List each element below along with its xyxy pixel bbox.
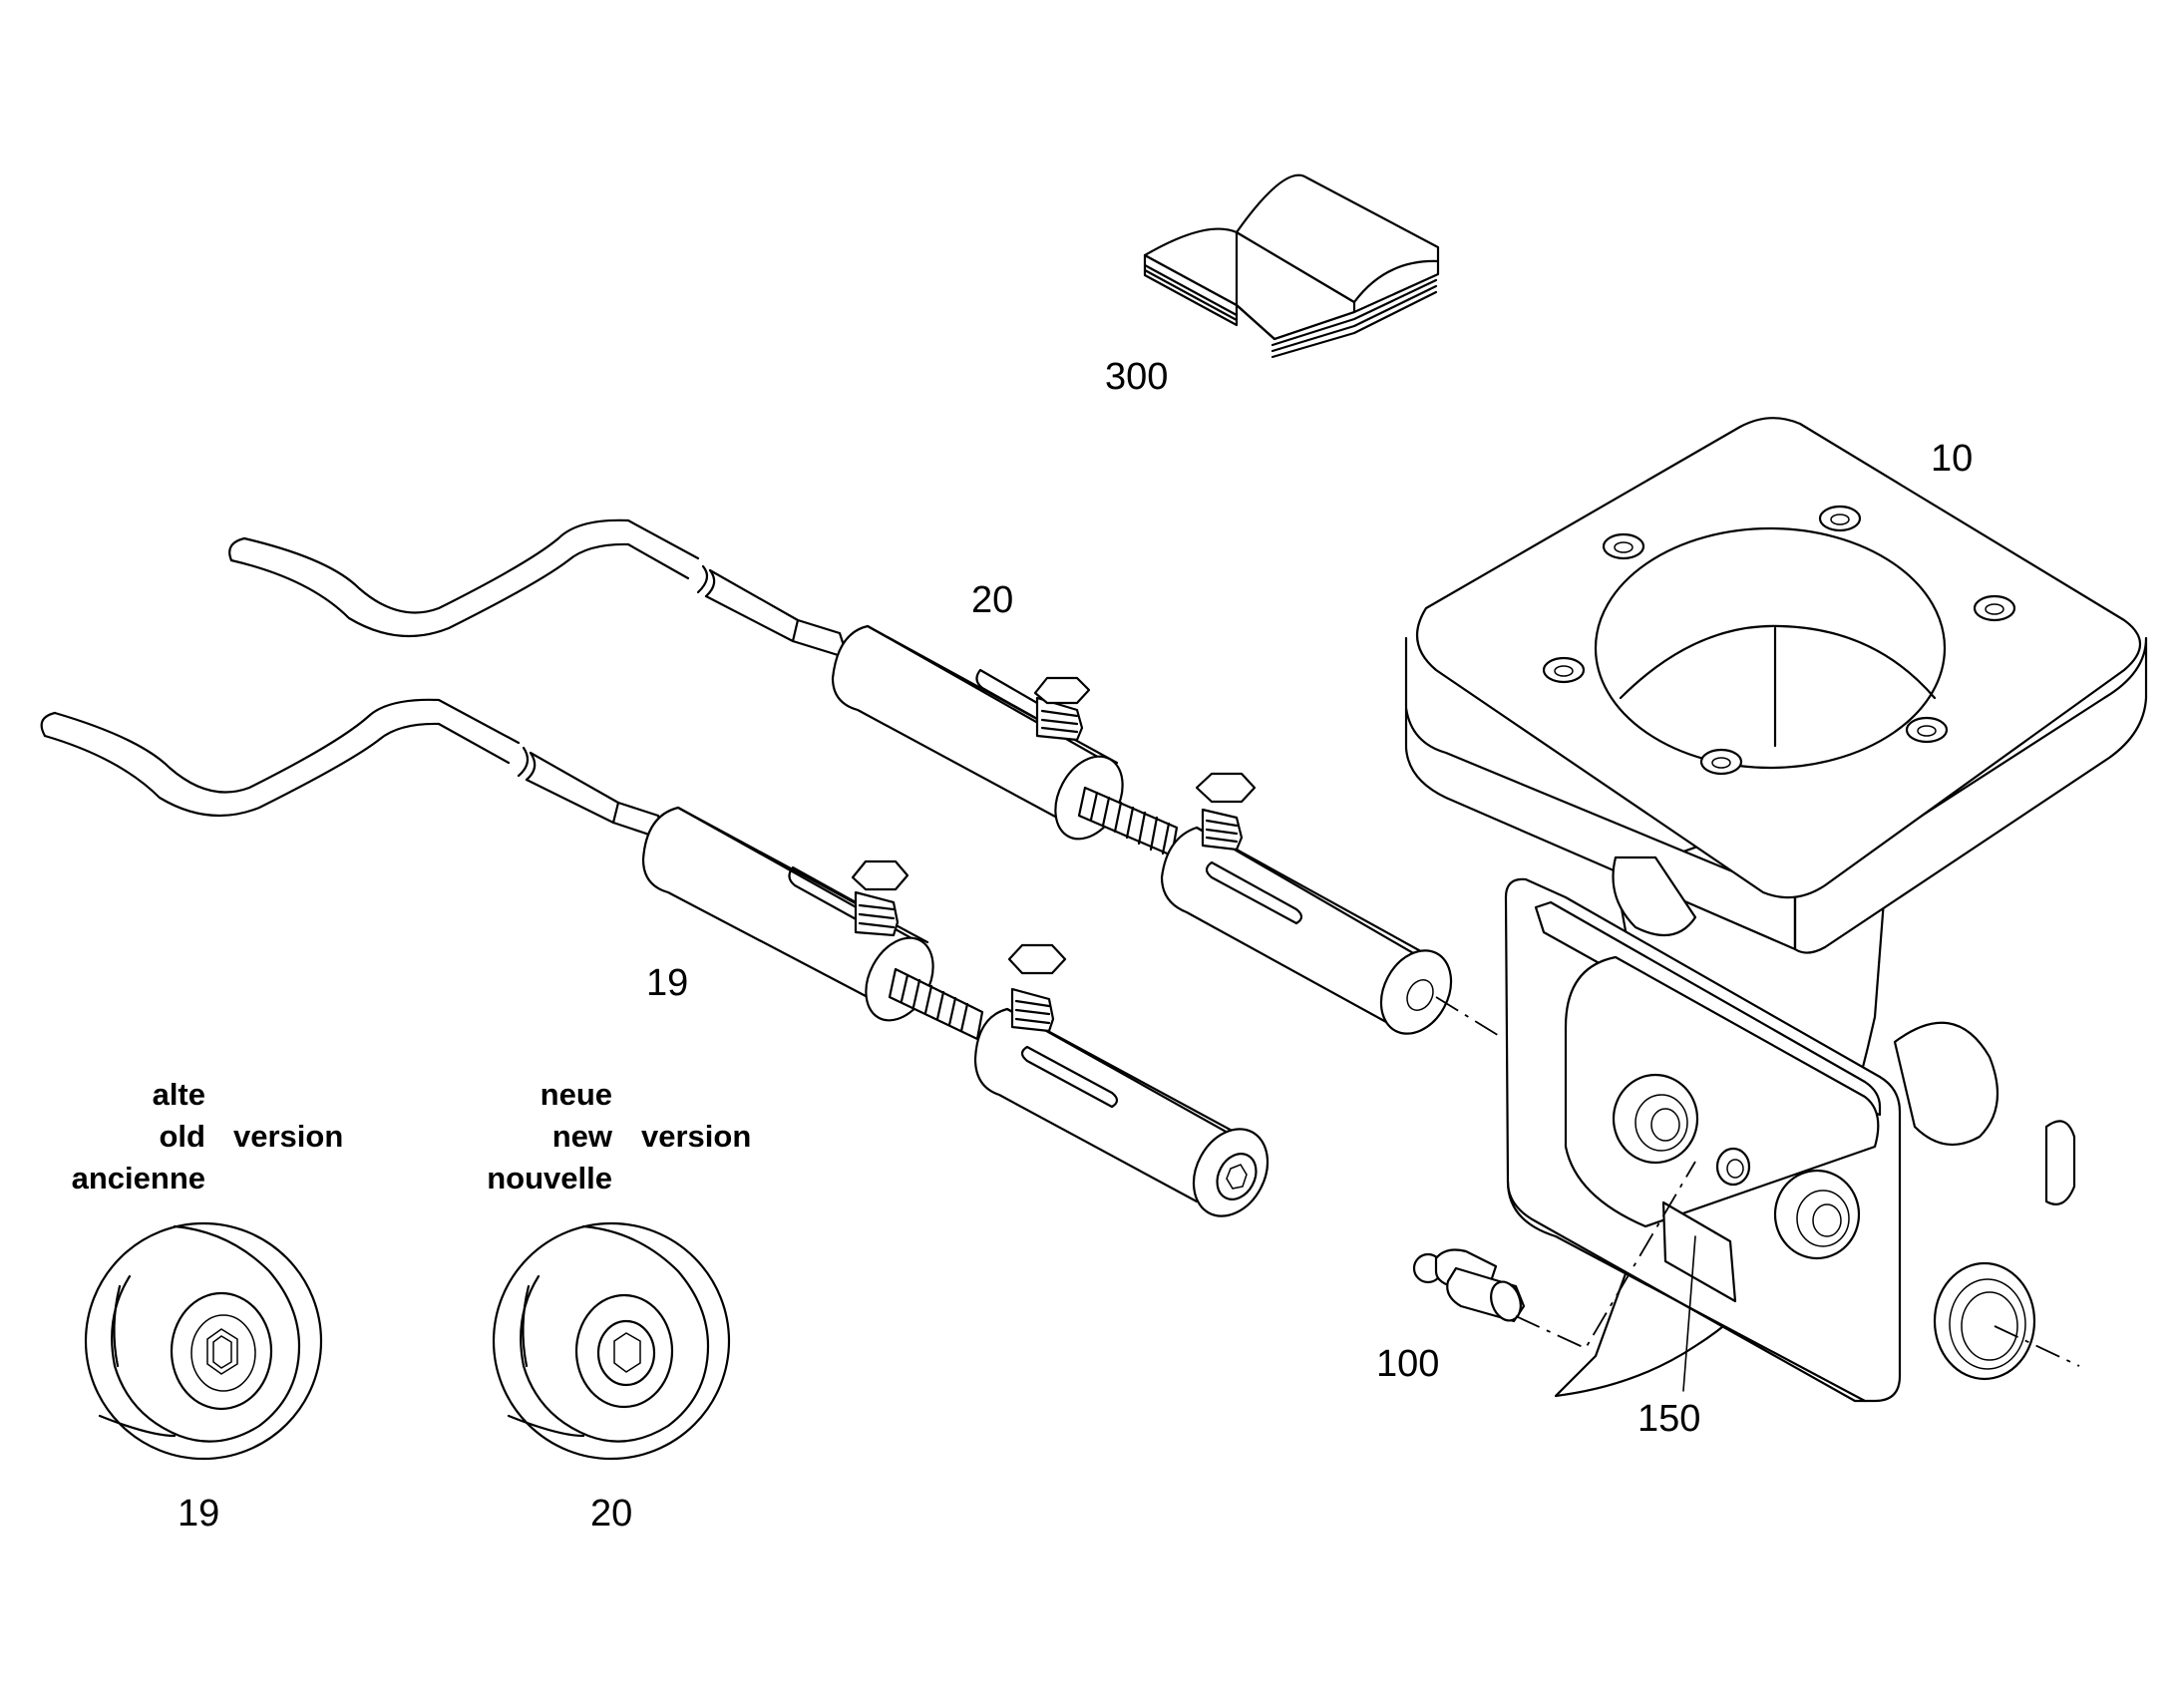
hex-bolt xyxy=(1195,772,1257,852)
hex-bolt xyxy=(851,859,909,937)
legend-new-version: version xyxy=(641,1119,751,1154)
bracket-housing xyxy=(1404,417,2148,1403)
callout-detail-old: 19 xyxy=(178,1493,219,1535)
mounting-hole xyxy=(1818,505,1862,532)
callout-sensor-new: 20 xyxy=(971,579,1013,621)
callout-pin: 150 xyxy=(1637,1398,1700,1440)
legend-old-line1: alte xyxy=(153,1077,205,1112)
mounting-hole xyxy=(1699,748,1743,776)
callout-manual: 300 xyxy=(1105,356,1168,398)
mounting-hole xyxy=(1905,716,1949,744)
detail-new-version xyxy=(492,1221,731,1461)
legend-new-line1: neue xyxy=(541,1077,612,1112)
side-bore xyxy=(1933,1261,2036,1381)
sensor-body-upper-front xyxy=(1160,772,1453,1035)
sensor-body-lower-front xyxy=(973,943,1270,1217)
sensor-cable-lower xyxy=(40,698,666,842)
threaded-stud-upper xyxy=(1077,786,1179,857)
grease-nipple xyxy=(1412,1248,1526,1323)
legend-old-line3: ancienne xyxy=(72,1161,205,1196)
legend-new-line2: new xyxy=(552,1119,613,1154)
legend-old-version: version xyxy=(233,1119,343,1154)
mounting-hole xyxy=(1973,594,2016,622)
sensor-cable-upper xyxy=(228,518,850,660)
center-lines xyxy=(1435,996,2080,1392)
mounting-hole xyxy=(1542,656,1586,684)
threaded-stud-lower xyxy=(888,967,984,1041)
counterbore xyxy=(1773,1169,1861,1260)
manual-book-icon xyxy=(1143,173,1440,359)
callout-sensor-old: 19 xyxy=(646,962,688,1004)
mounting-hole xyxy=(1602,532,1645,560)
legend-new-version: neue new nouvelle version xyxy=(487,1077,751,1196)
counterbore xyxy=(1612,1073,1699,1165)
small-grease-hole xyxy=(1715,1147,1751,1187)
callout-grease-nipple: 100 xyxy=(1376,1343,1439,1385)
legend-old-line2: old xyxy=(160,1119,206,1154)
callout-bracket: 10 xyxy=(1931,438,1973,480)
legend-old-version: alte old ancienne version xyxy=(72,1077,344,1196)
hex-bolt xyxy=(1033,676,1091,742)
detail-old-version xyxy=(84,1221,323,1461)
legend-new-line3: nouvelle xyxy=(487,1161,612,1196)
callout-detail-new: 20 xyxy=(590,1493,632,1535)
hex-bolt xyxy=(1007,943,1067,1033)
